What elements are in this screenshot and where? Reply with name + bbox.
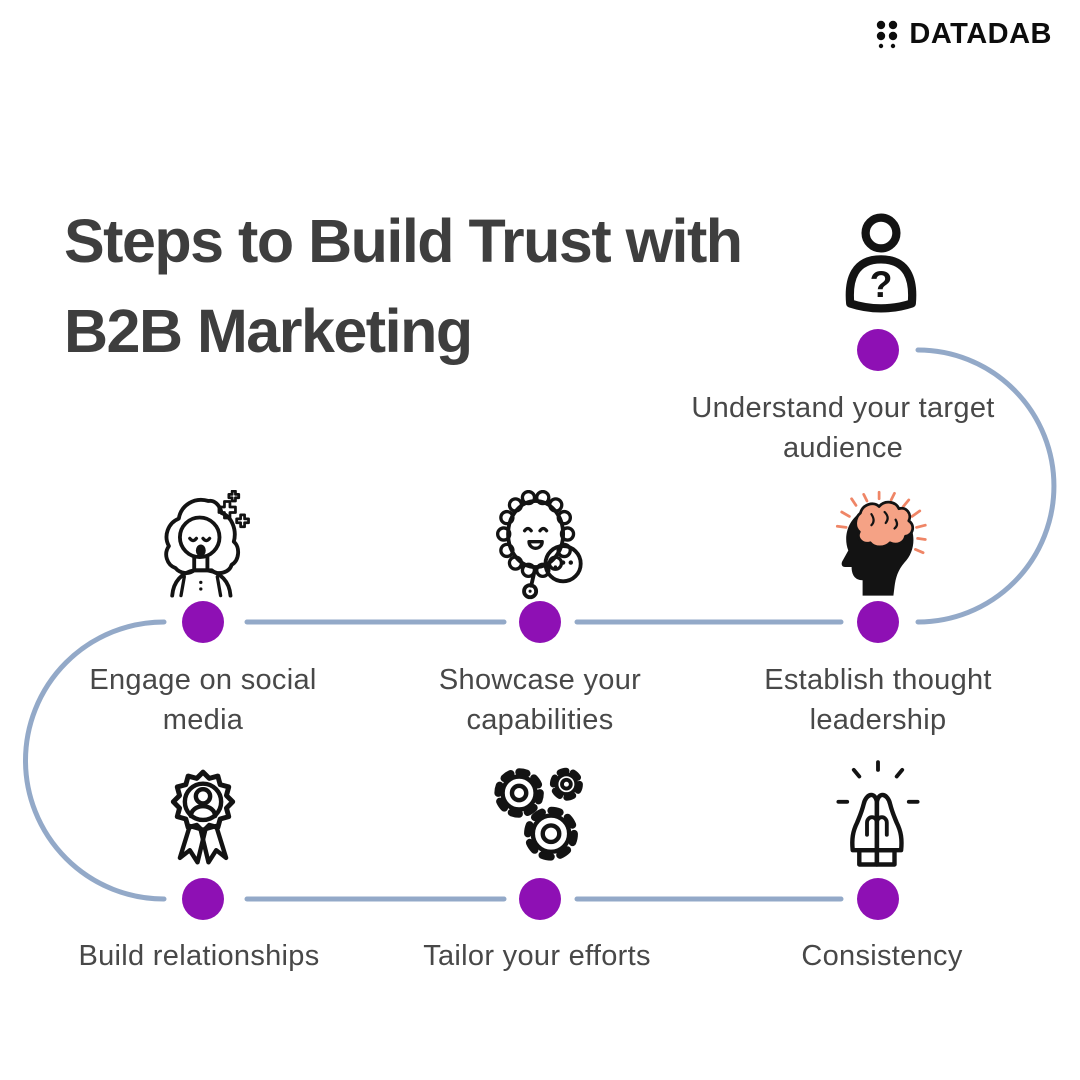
step-dot-6 xyxy=(519,878,561,920)
hand-mirror-icon xyxy=(485,490,595,600)
praying-hands-icon xyxy=(823,760,933,870)
step-label-4: Engage on social media xyxy=(89,664,317,736)
step-label-5: Build relationships xyxy=(78,940,320,972)
title-line-2: B2B Marketing xyxy=(64,297,473,365)
svg-text:?: ? xyxy=(870,263,893,305)
step-label-7: Consistency xyxy=(801,940,963,972)
step-dot-1 xyxy=(857,329,899,371)
page-title: Steps to Build Trust with B2B Marketing xyxy=(64,196,864,376)
head-brain-icon xyxy=(823,490,933,600)
award-ribbon-icon xyxy=(148,760,258,870)
person-question-icon: ? xyxy=(826,211,936,321)
step-label-1: Understand your target audience xyxy=(691,392,995,464)
step-dot-4 xyxy=(182,601,224,643)
step-dot-3 xyxy=(519,601,561,643)
dots-grid-icon xyxy=(877,20,898,48)
step-dot-7 xyxy=(857,878,899,920)
title-line-1: Steps to Build Trust with xyxy=(64,207,743,275)
gears-icon xyxy=(485,760,595,870)
step-label-2: Establish thought leadership xyxy=(764,664,992,736)
step-dot-2 xyxy=(857,601,899,643)
woman-speaking-icon xyxy=(148,490,258,600)
step-dot-5 xyxy=(182,878,224,920)
brand-logo: DATADAB xyxy=(875,18,1052,51)
step-label-3: Showcase your capabilities xyxy=(438,664,642,736)
step-label-6: Tailor your efforts xyxy=(423,940,651,972)
brand-name: DATADAB xyxy=(909,18,1052,50)
